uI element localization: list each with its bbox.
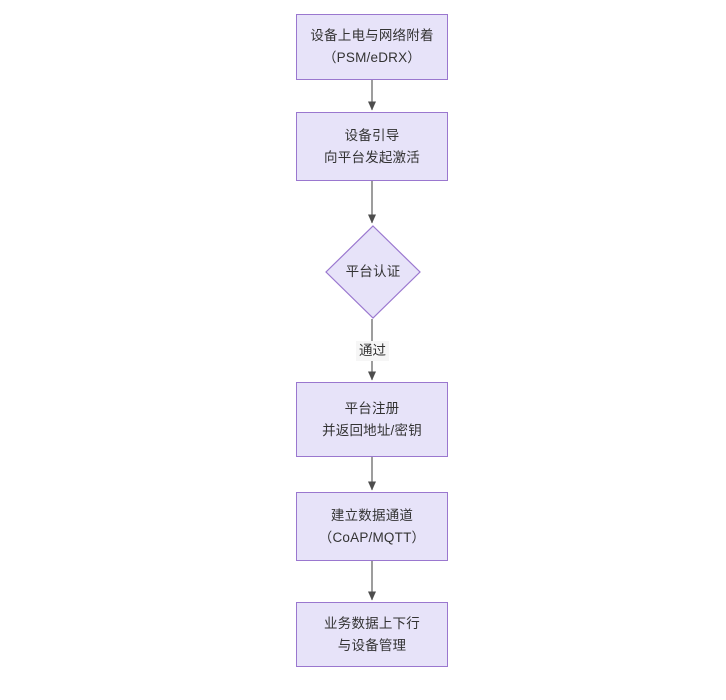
node-platform-registration[interactable]: 平台注册 并返回地址/密钥 bbox=[296, 382, 448, 457]
node-label: 设备引导 向平台发起激活 bbox=[324, 127, 420, 165]
node-label: 平台认证 bbox=[345, 264, 401, 279]
node-establish-data-channel[interactable]: 建立数据通道 （CoAP/MQTT） bbox=[296, 492, 448, 561]
diamond-shape bbox=[325, 225, 421, 319]
node-label: 建立数据通道 （CoAP/MQTT） bbox=[318, 507, 426, 545]
node-device-power-on[interactable]: 设备上电与网络附着 （PSM/eDRX） bbox=[296, 14, 448, 80]
node-business-data-and-device-management[interactable]: 业务数据上下行 与设备管理 bbox=[296, 602, 448, 667]
node-label: 业务数据上下行 与设备管理 bbox=[324, 615, 420, 653]
node-device-bootstrap[interactable]: 设备引导 向平台发起激活 bbox=[296, 112, 448, 181]
node-label: 平台注册 并返回地址/密钥 bbox=[322, 400, 422, 438]
node-platform-authentication[interactable]: 平台认证 bbox=[325, 225, 421, 319]
edge-label-pass: 通过 bbox=[356, 341, 389, 361]
node-label: 设备上电与网络附着 （PSM/eDRX） bbox=[310, 28, 434, 65]
